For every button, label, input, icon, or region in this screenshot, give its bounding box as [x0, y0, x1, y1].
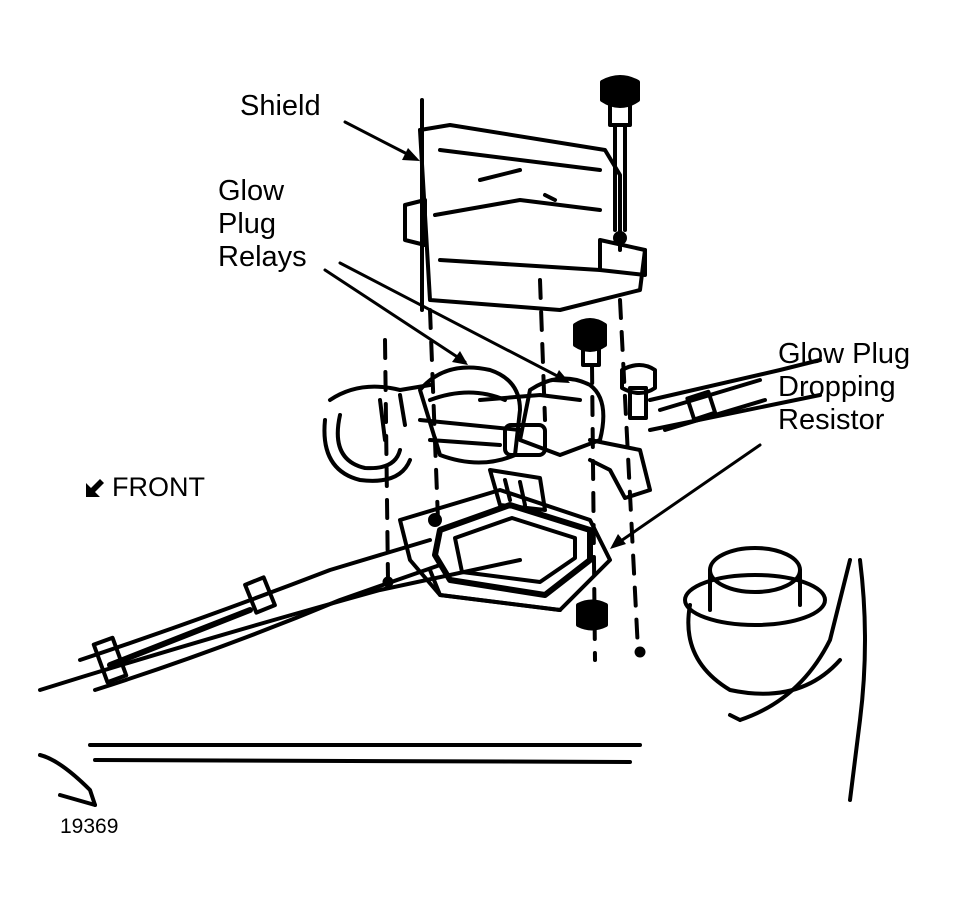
resistor-label-line: Resistor	[778, 404, 885, 436]
locator-hole	[382, 576, 394, 588]
relays-label-line: Plug	[218, 208, 277, 240]
front-indicator: FRONT	[84, 472, 205, 503]
front-label: FRONT	[112, 472, 205, 502]
leader-lines	[323, 120, 762, 547]
relays-label-line: Relays	[218, 241, 307, 273]
dropping-resistor	[398, 468, 612, 612]
leader-arrowheads	[402, 148, 626, 549]
resistor-label-line: Dropping	[778, 371, 896, 403]
coolant-reservoir	[683, 546, 842, 696]
relay-assembly	[322, 365, 652, 527]
relay-bolts	[573, 318, 657, 420]
resistor-label-line: Glow Plug	[778, 338, 911, 370]
arrow-down-left-icon	[86, 478, 104, 497]
figure-number: 19369	[60, 815, 119, 838]
alignment-lines	[383, 278, 640, 662]
shield-bolt	[600, 75, 640, 245]
resistor-nut	[576, 599, 608, 631]
shield-label-text: Shield	[240, 90, 321, 122]
resistor-label: Glow Plug Dropping Resistor	[778, 338, 910, 437]
locator-hole	[634, 646, 646, 658]
harness-right	[658, 378, 767, 432]
relays-label: Glow Plug Relays	[218, 175, 307, 274]
wiring-harness	[78, 538, 442, 692]
relays-label-line: Glow	[218, 175, 285, 207]
shield-label: Shield	[240, 90, 321, 123]
shield-part	[403, 98, 647, 312]
